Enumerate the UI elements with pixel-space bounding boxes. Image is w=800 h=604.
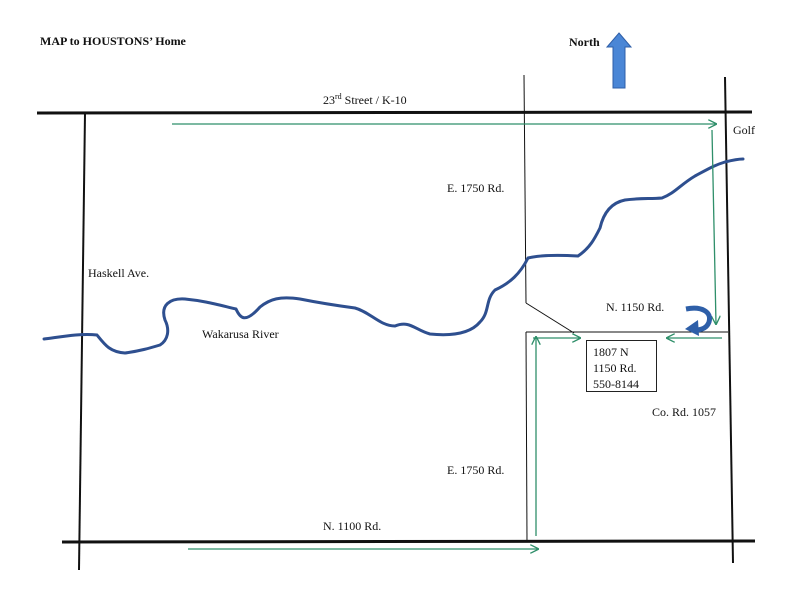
route-arrows [172,124,722,549]
road-haskell [78,112,86,571]
route-arrow-co1057-down [712,129,716,324]
north-arrow-icon [605,32,633,89]
label-wakarusa-river: Wakarusa River [202,327,279,341]
label-golf: Golf [733,123,755,137]
roads [36,74,756,571]
label-e1750-lower: E. 1750 Rd. [447,463,505,477]
address-line-2: 1150 Rd. [593,361,637,375]
address-box: 1807 N 1150 Rd. 550-8144 [586,340,657,392]
road-e1750-upper [523,74,527,304]
road-e1750-diagonal [525,302,575,334]
wakarusa-river [42,157,745,355]
label-23rd-street: 23rd Street / K-10 [323,92,407,107]
road-co1057 [724,76,734,564]
label-haskell: Haskell Ave. [88,266,150,280]
address-phone: 550-8144 [593,377,639,391]
turn-arrow-icon [685,305,713,336]
map-title: MAP to HOUSTONS’ Home [40,34,186,48]
label-n1150: N. 1150 Rd. [606,300,665,314]
road-23rd-street [36,110,753,115]
label-n1100: N. 1100 Rd. [323,519,382,533]
road-n1100 [61,539,756,544]
label-co1057: Co. Rd. 1057 [652,405,717,419]
north-label: North [569,35,600,49]
label-e1750-upper: E. 1750 Rd. [447,181,505,195]
road-e1750-lower [525,331,528,543]
address-line-1: 1807 N [593,345,629,359]
